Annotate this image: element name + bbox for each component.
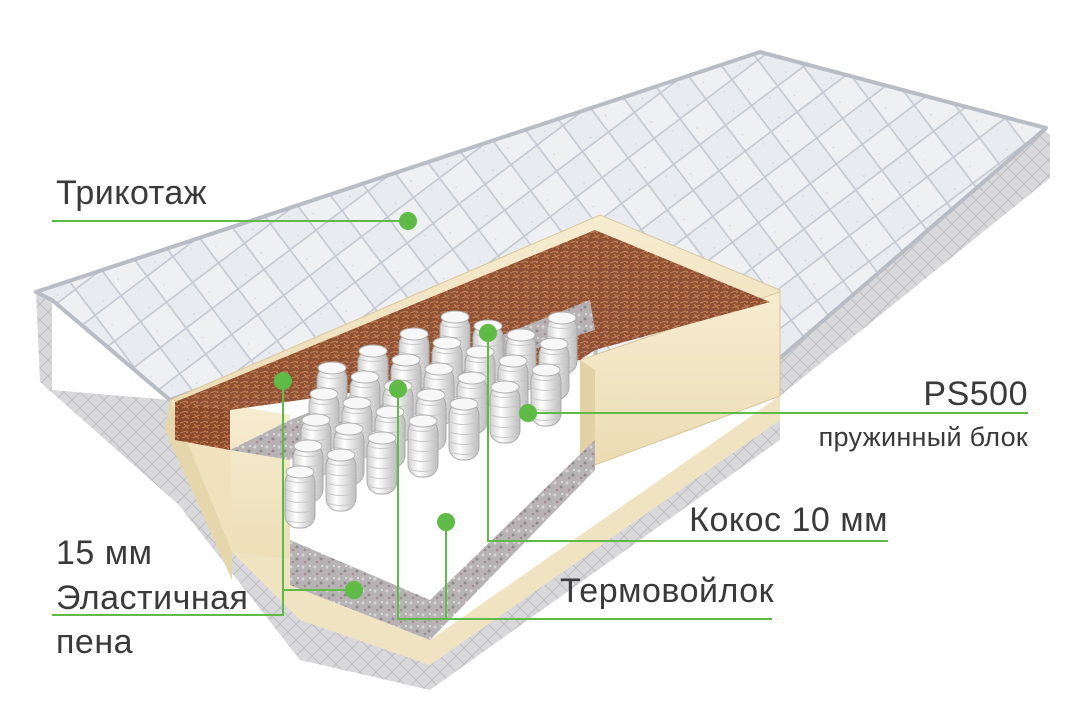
leader-felt bbox=[397, 389, 772, 620]
spring-coil bbox=[366, 431, 398, 495]
label-foam-thickness: 15 мм bbox=[56, 534, 153, 572]
cutaway-section bbox=[165, 214, 781, 665]
spring-coil bbox=[489, 380, 521, 444]
label-thermo-felt: Термовойлок bbox=[559, 572, 774, 610]
dot-foam-top bbox=[274, 372, 292, 390]
leader-coconut bbox=[487, 333, 888, 542]
label-foam-line1: Эластичная bbox=[56, 579, 249, 617]
dot-felt-2 bbox=[437, 513, 455, 531]
leader-foam-top bbox=[52, 381, 284, 616]
spring-block bbox=[284, 310, 578, 529]
label-trikotazh: Трикотаж bbox=[56, 174, 208, 212]
dot-foam-bottom bbox=[345, 581, 363, 599]
spring-coil bbox=[407, 414, 439, 478]
spring-coil bbox=[448, 397, 480, 461]
dot-trikotazh bbox=[399, 212, 417, 230]
dot-felt bbox=[389, 380, 407, 398]
spring-coil bbox=[284, 465, 316, 529]
label-coconut: Кокос 10 мм bbox=[689, 501, 888, 539]
spring-coil bbox=[325, 448, 357, 512]
leader-dots bbox=[274, 212, 537, 599]
label-spring-block: пружинный блок bbox=[818, 422, 1028, 452]
label-foam-line2: пена bbox=[56, 623, 134, 661]
label-ps500: PS500 bbox=[923, 375, 1028, 413]
leader-lines bbox=[52, 220, 1028, 620]
dot-coconut bbox=[479, 324, 497, 342]
mattress-side-right bbox=[780, 128, 1050, 396]
dot-ps500 bbox=[519, 404, 537, 422]
